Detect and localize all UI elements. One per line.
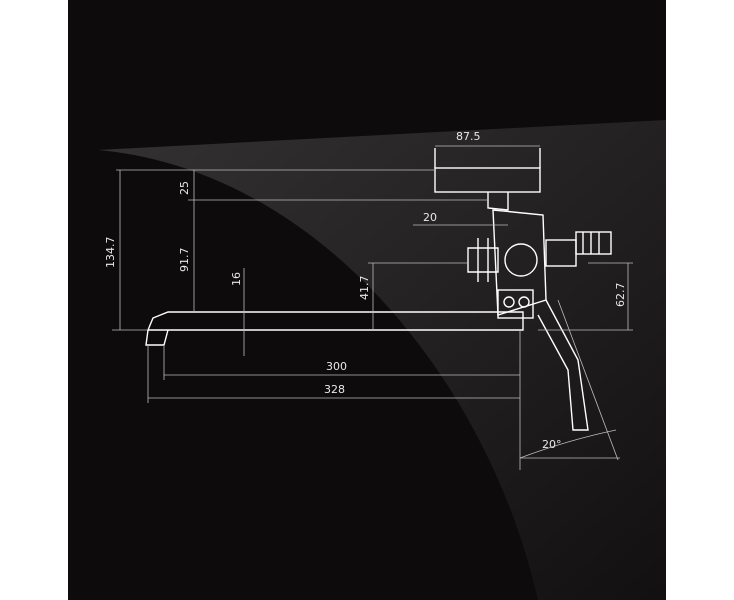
glossy-reflection bbox=[98, 120, 666, 600]
dim-label-spout-length: 300 bbox=[326, 360, 347, 373]
dim-label-right-height: 62.7 bbox=[614, 283, 627, 308]
diverter-arm bbox=[537, 299, 589, 431]
dim-label-connector-width: 20 bbox=[423, 211, 437, 224]
spout bbox=[146, 311, 524, 331]
dim-label-total-height: 134.7 bbox=[104, 237, 117, 269]
faucet-outline bbox=[145, 148, 612, 431]
dim-label-spout-thickness: 16 bbox=[230, 272, 243, 286]
dim-label-handle-height: 25 bbox=[178, 181, 191, 195]
dim-label-spout-to-top: 91.7 bbox=[178, 248, 191, 273]
dim-label-handle-width: 87.5 bbox=[456, 130, 481, 143]
technical-drawing-panel: 87.5 20 300 328 20° 134.7 25 91.7 16 41.… bbox=[68, 0, 666, 600]
dim-label-valve-height: 41.7 bbox=[358, 276, 371, 301]
dimension-lines bbox=[112, 145, 633, 470]
dim-label-overall-length: 328 bbox=[324, 383, 345, 396]
faucet-dimension-drawing: 87.5 20 300 328 20° 134.7 25 91.7 16 41.… bbox=[98, 120, 666, 600]
dim-label-swivel-angle: 20° bbox=[542, 438, 562, 451]
